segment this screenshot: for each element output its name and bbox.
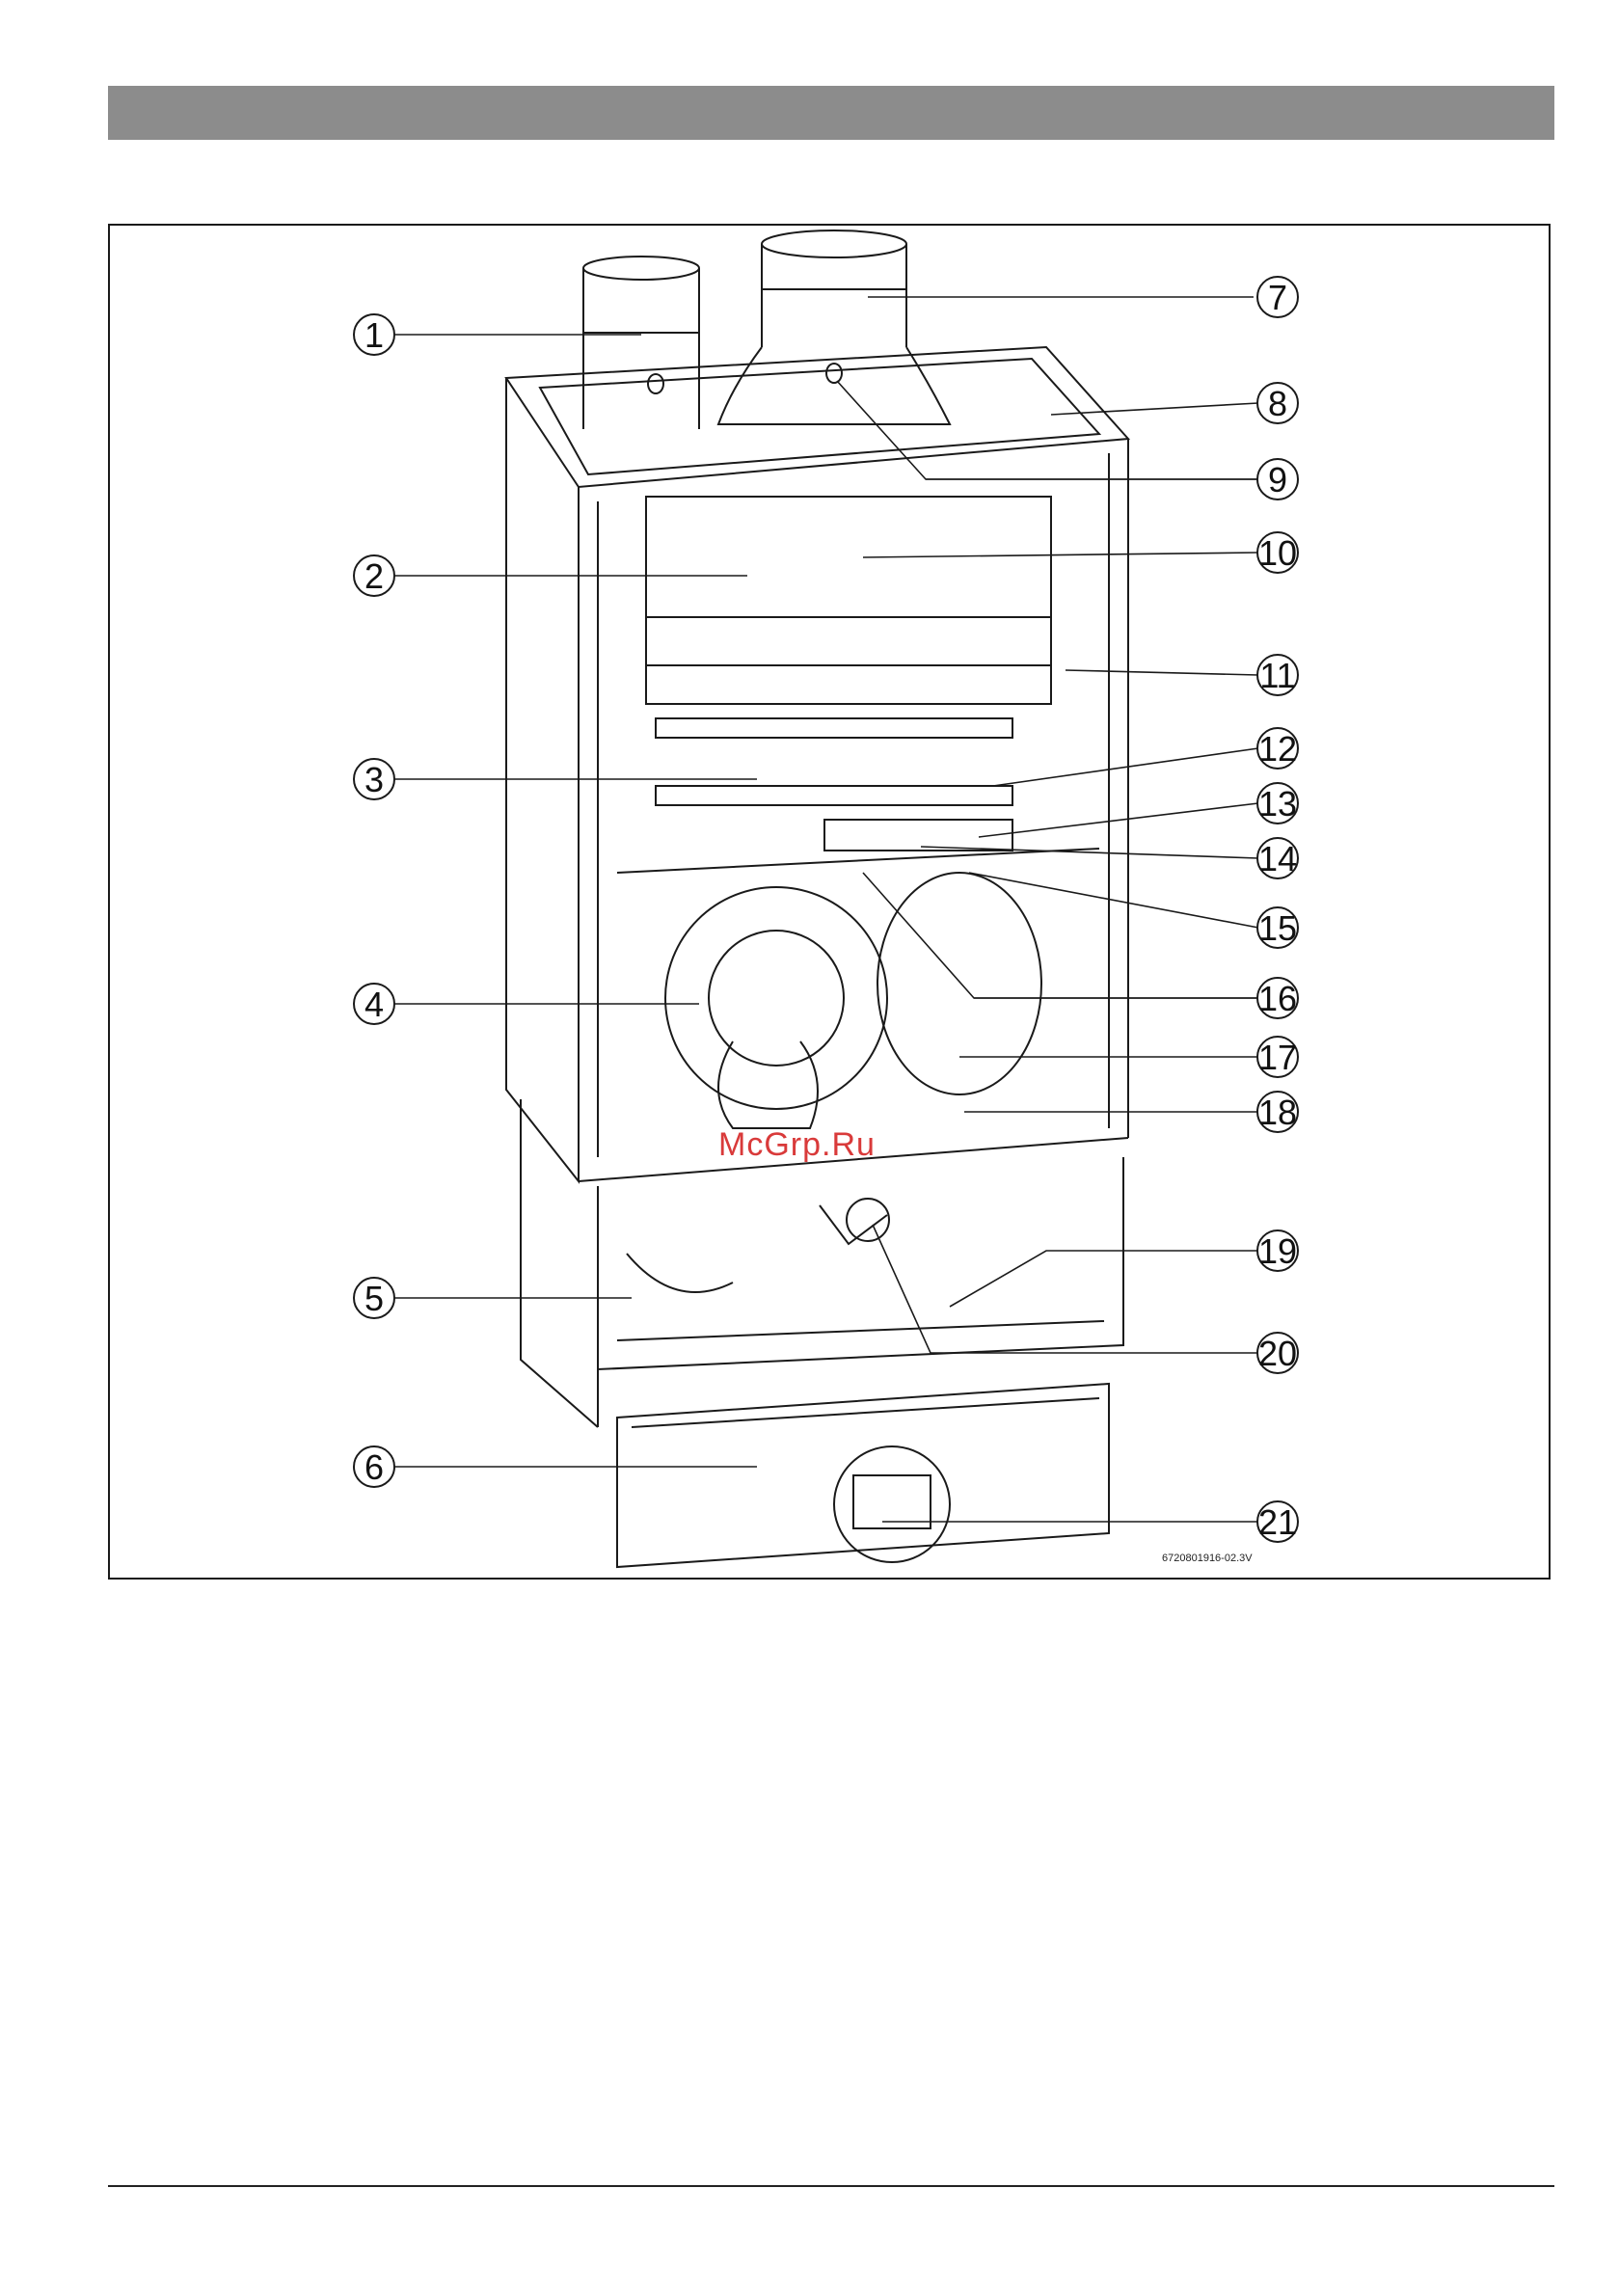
callout-6: 6: [354, 1446, 394, 1487]
figure-image-code: 6720801916-02.3V: [1162, 1553, 1253, 1564]
svg-text:18: 18: [1258, 1093, 1297, 1132]
svg-text:12: 12: [1258, 729, 1297, 769]
svg-text:13: 13: [1258, 784, 1297, 824]
callout-19: 19: [1257, 1230, 1298, 1271]
footer-rule: [108, 2185, 1554, 2187]
boiler-drawing: [506, 230, 1128, 1567]
callout-20: 20: [1257, 1333, 1298, 1373]
svg-text:16: 16: [1258, 979, 1297, 1018]
svg-text:1: 1: [364, 315, 384, 355]
callout-16: 16: [1257, 978, 1298, 1018]
svg-text:17: 17: [1258, 1038, 1297, 1077]
svg-text:15: 15: [1258, 908, 1297, 948]
callout-right-column: 7 8 9 10 11 12 13 14 15 16 17 18 19 20 2…: [1257, 277, 1298, 1542]
callout-9: 9: [1257, 459, 1298, 500]
callout-17: 17: [1257, 1037, 1298, 1077]
callout-5: 5: [354, 1278, 394, 1318]
callout-18: 18: [1257, 1092, 1298, 1132]
callout-left-column: 1 2 3 4 5 6: [354, 314, 394, 1487]
callout-3: 3: [354, 759, 394, 799]
svg-text:3: 3: [364, 760, 384, 799]
callout-8: 8: [1257, 383, 1298, 423]
svg-text:2: 2: [364, 556, 384, 596]
callout-7: 7: [1257, 277, 1298, 317]
callout-15: 15: [1257, 907, 1298, 948]
svg-text:14: 14: [1258, 839, 1297, 878]
svg-text:9: 9: [1268, 460, 1287, 500]
callout-21: 21: [1257, 1501, 1298, 1542]
svg-text:19: 19: [1258, 1231, 1297, 1271]
callout-13: 13: [1257, 783, 1298, 824]
watermark: McGrp.Ru: [718, 1126, 876, 1164]
callout-2: 2: [354, 555, 394, 596]
svg-text:8: 8: [1268, 384, 1287, 423]
svg-text:7: 7: [1268, 278, 1287, 317]
callout-4: 4: [354, 984, 394, 1024]
svg-text:21: 21: [1258, 1502, 1297, 1542]
svg-text:6: 6: [364, 1447, 384, 1487]
callout-14: 14: [1257, 838, 1298, 878]
svg-text:4: 4: [364, 985, 384, 1024]
svg-text:20: 20: [1258, 1334, 1297, 1373]
callout-11: 11: [1257, 655, 1298, 695]
svg-text:5: 5: [364, 1279, 384, 1318]
callout-12: 12: [1257, 728, 1298, 769]
svg-text:11: 11: [1259, 656, 1295, 695]
callout-1: 1: [354, 314, 394, 355]
callout-10: 10: [1257, 532, 1298, 573]
svg-text:10: 10: [1258, 533, 1297, 573]
